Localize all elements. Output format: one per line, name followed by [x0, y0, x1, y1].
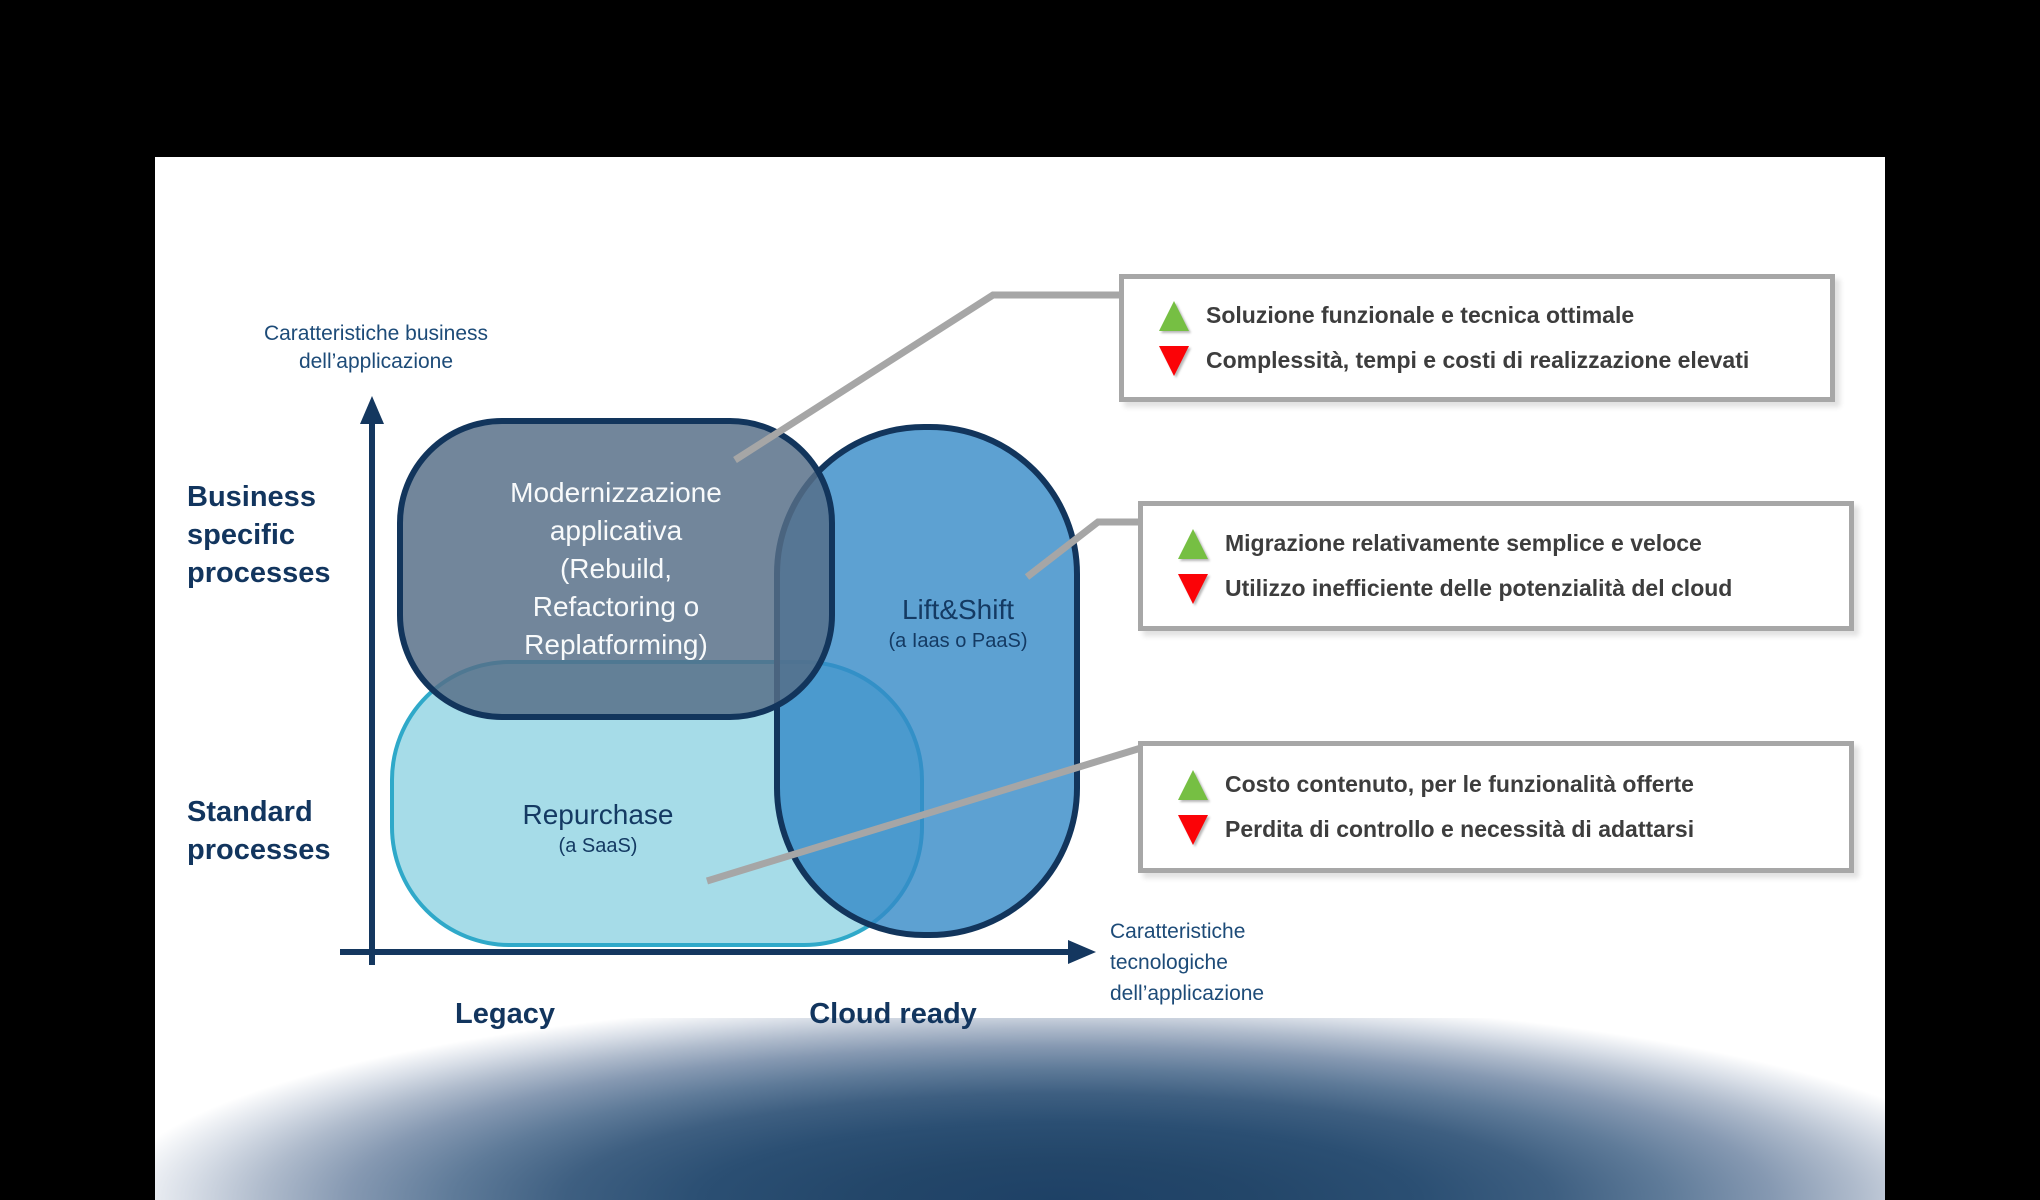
label-business-specific-processes: Business specific processes [187, 478, 417, 592]
up-triangle-icon [1178, 528, 1208, 559]
callout-pro-text: Migrazione relativamente semplice e velo… [1225, 530, 1702, 556]
lift-and-shift-subtitle: (a Iaas o PaaS) [888, 630, 1028, 652]
modernizzazione-line5: Replatforming) [524, 629, 708, 660]
label-business-line1: Business [187, 481, 316, 513]
callout-row-con: Utilizzo inefficiente delle potenzialità… [1178, 573, 1849, 604]
callout-row-pro: Costo contenuto, per le funzionalità off… [1178, 769, 1849, 800]
down-triangle-icon [1178, 573, 1208, 604]
y-axis-caption-line2: dell’applicazione [298, 350, 454, 373]
x-axis-caption-line1: Caratteristiche [1110, 920, 1246, 943]
modernizzazione-line3: (Rebuild, [559, 553, 673, 584]
callout-con-text: Utilizzo inefficiente delle potenzialità… [1225, 575, 1733, 601]
lift-and-shift-title: Lift&Shift [901, 594, 1015, 625]
callout-con-text: Complessità, tempi e costi di realizzazi… [1206, 347, 1750, 373]
up-triangle-icon [1178, 769, 1208, 800]
callout-pro-text: Soluzione funzionale e tecnica ottimale [1206, 302, 1635, 328]
callout-row-pro: Soluzione funzionale e tecnica ottimale [1159, 300, 1830, 331]
lift-and-shift-label: Lift&Shift (a Iaas o PaaS) [838, 592, 1078, 654]
callout-con-text: Perdita di controllo e necessità di adat… [1225, 816, 1695, 842]
repurchase-title: Repurchase [522, 799, 674, 830]
y-axis-caption: Caratteristiche business dell’applicazio… [216, 320, 536, 376]
callout-liftshift: Migrazione relativamente semplice e velo… [1138, 501, 1854, 631]
label-business-line3: processes [187, 557, 331, 589]
y-axis-caption-line1: Caratteristiche business [263, 322, 489, 345]
callout-row-pro: Migrazione relativamente semplice e velo… [1178, 528, 1849, 559]
x-axis-caption-line3: dell’applicazione [1110, 982, 1265, 1005]
x-label-cloud-ready: Cloud ready [809, 998, 977, 1030]
callout-repurchase: Costo contenuto, per le funzionalità off… [1138, 741, 1854, 873]
blob-modernizzazione: Modernizzazione applicativa (Rebuild, Re… [397, 418, 835, 720]
down-triangle-icon [1178, 814, 1208, 845]
callout-row-con: Perdita di controllo e necessità di adat… [1178, 814, 1849, 845]
modernizzazione-line4: Refactoring o [532, 591, 700, 622]
x-axis-caption: Caratteristiche tecnologiche dell’applic… [1110, 916, 1370, 1009]
repurchase-label: Repurchase (a SaaS) [478, 797, 718, 859]
callout-modernizzazione: Soluzione funzionale e tecnica ottimale … [1119, 274, 1835, 402]
label-standard-line1: Standard [187, 796, 313, 828]
label-standard-processes: Standard processes [187, 793, 417, 869]
callout-pro-text: Costo contenuto, per le funzionalità off… [1225, 771, 1694, 797]
x-axis-caption-line2: tecnologiche [1110, 951, 1228, 974]
callout-row-con: Complessità, tempi e costi di realizzazi… [1159, 345, 1830, 376]
modernizzazione-line1: Modernizzazione [510, 477, 722, 508]
label-standard-line2: processes [187, 834, 331, 866]
modernizzazione-line2: applicativa [549, 515, 683, 546]
bottom-glow [155, 1018, 1885, 1200]
repurchase-subtitle: (a SaaS) [558, 835, 638, 857]
up-triangle-icon [1159, 300, 1189, 331]
x-label-legacy: Legacy [455, 998, 555, 1030]
down-triangle-icon [1159, 345, 1189, 376]
label-business-line2: specific [187, 519, 295, 551]
